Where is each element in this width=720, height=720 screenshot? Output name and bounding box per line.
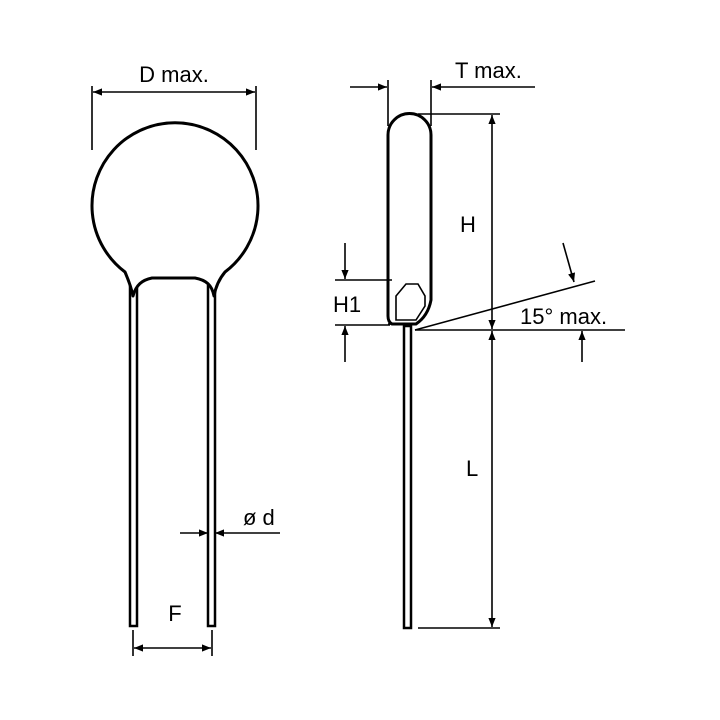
l-label: L bbox=[466, 456, 478, 481]
disc-body bbox=[90, 121, 260, 298]
angle-label: 15° max. bbox=[520, 304, 607, 329]
side-view: T max. H L H1 15° max. bbox=[333, 58, 625, 630]
h1-label: H1 bbox=[333, 292, 361, 317]
d-max-label: D max. bbox=[139, 62, 209, 87]
angle-arrow-top bbox=[562, 242, 576, 283]
side-lead bbox=[402, 324, 413, 630]
lead-dia-label: ø d bbox=[243, 505, 275, 530]
front-lead-right bbox=[206, 284, 217, 628]
t-max-label: T max. bbox=[455, 58, 522, 83]
front-view: D max. ø d F bbox=[90, 62, 280, 656]
f-label: F bbox=[168, 601, 181, 626]
side-body bbox=[386, 112, 433, 326]
angle-line bbox=[414, 280, 596, 331]
h-label: H bbox=[460, 212, 476, 237]
lead-crimp bbox=[395, 283, 426, 321]
front-lead-left bbox=[128, 284, 139, 628]
